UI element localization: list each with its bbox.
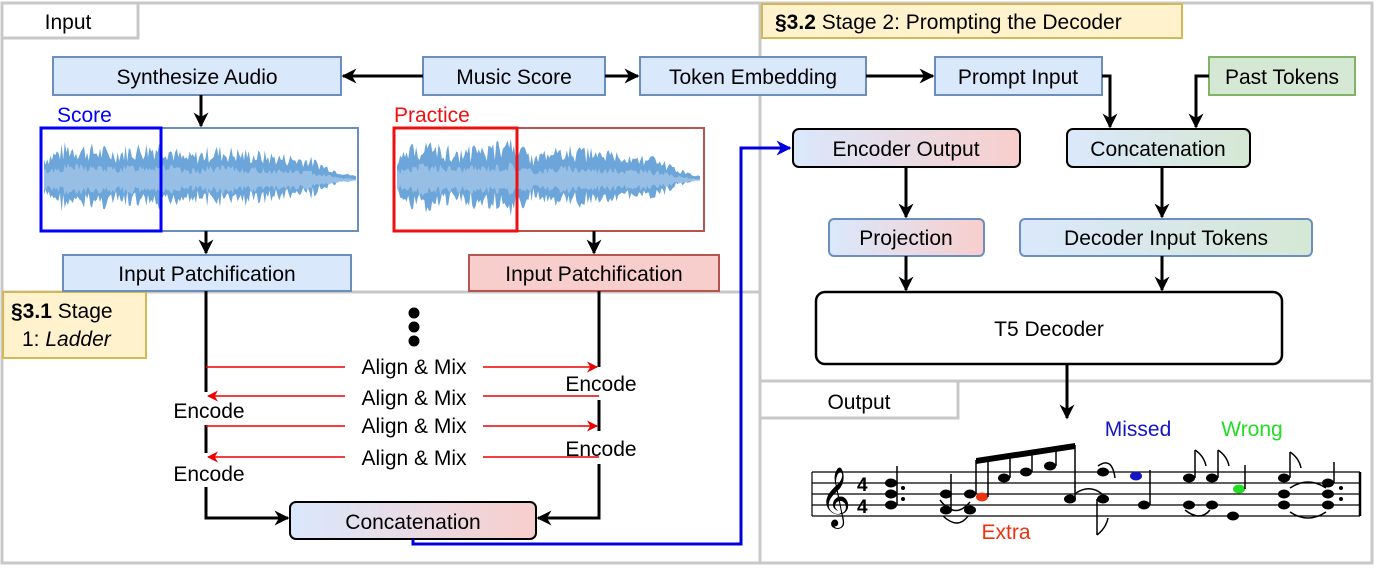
svg-text:Concatenation: Concatenation [345, 511, 480, 534]
align-mix-labels: Align & Mix Align & Mix Align & Mix Alig… [345, 352, 483, 470]
svg-text:Align & Mix: Align & Mix [361, 415, 467, 438]
vertical-ellipsis-icon [408, 307, 420, 347]
practice-label: Practice [394, 104, 470, 127]
missed-label: Missed [1105, 418, 1172, 441]
svg-text:Synthesize Audio: Synthesize Audio [116, 66, 277, 89]
input-patchification-practice-box: Input Patchification [468, 254, 720, 292]
extra-label: Extra [981, 521, 1030, 544]
svg-text:Align & Mix: Align & Mix [361, 447, 467, 470]
svg-text:Past Tokens: Past Tokens [1225, 66, 1339, 89]
blue-arrow [411, 140, 792, 546]
svg-text:Prompt Input: Prompt Input [958, 66, 1078, 89]
svg-text:Token Embedding: Token Embedding [669, 66, 837, 89]
svg-text:§3.2 Stage 2: Prompting the De: §3.2 Stage 2: Prompting the Decoder [775, 11, 1122, 34]
score-label: Score [57, 104, 112, 127]
svg-text:Align & Mix: Align & Mix [361, 356, 467, 379]
svg-text:Encode: Encode [565, 438, 636, 461]
missed-note [1130, 471, 1142, 481]
svg-text:1: Ladder: 1: Ladder [22, 328, 112, 351]
svg-text:Input Patchification: Input Patchification [118, 263, 295, 286]
svg-text:Encoder Output: Encoder Output [832, 138, 979, 161]
prompt-input-box: Prompt Input [934, 56, 1103, 96]
svg-text:Music Score: Music Score [456, 66, 572, 89]
wrong-label: Wrong [1221, 418, 1282, 441]
svg-text:Encode: Encode [565, 373, 636, 396]
score-waveform [39, 126, 359, 233]
concatenation-top-box: Concatenation [1066, 128, 1251, 168]
decoder-input-tokens-box: Decoder Input Tokens [1019, 218, 1313, 257]
black-arrows [193, 68, 1209, 526]
projection-box: Projection [828, 218, 985, 257]
svg-text:T5 Decoder: T5 Decoder [994, 318, 1104, 341]
t5-decoder-box: T5 Decoder [814, 290, 1284, 366]
svg-text:Encode: Encode [173, 463, 244, 486]
svg-text:Input: Input [45, 11, 92, 34]
svg-text:Projection: Projection [859, 227, 952, 250]
output-section-tab: Output [758, 379, 960, 420]
svg-text:4: 4 [857, 497, 868, 518]
wrong-note [1233, 484, 1245, 494]
music-staff: 𝄞 4 4 [811, 443, 1362, 536]
svg-text:Concatenation: Concatenation [1090, 138, 1225, 161]
music-score-box: Music Score [422, 56, 606, 96]
stage2-title: §3.2 Stage 2: Prompting the Decoder [761, 3, 1183, 39]
svg-text:Input Patchification: Input Patchification [505, 263, 682, 286]
input-section-tab: Input [0, 1, 140, 40]
input-patchification-score-box: Input Patchification [62, 254, 352, 292]
synthesize-audio-box: Synthesize Audio [52, 56, 342, 96]
extra-note [976, 492, 988, 502]
svg-text:Align & Mix: Align & Mix [361, 387, 467, 410]
svg-text:§3.1 Stage: §3.1 Stage [11, 300, 113, 323]
stage1-title: §3.1 Stage 1: Ladder [2, 291, 147, 359]
svg-text:Encode: Encode [173, 400, 244, 423]
encode-labels: Encode Encode Encode Encode [173, 373, 636, 486]
svg-text:Decoder Input Tokens: Decoder Input Tokens [1064, 227, 1268, 250]
practice-waveform [392, 126, 705, 233]
past-tokens-box: Past Tokens [1208, 56, 1356, 96]
treble-clef-icon: 𝄞 [820, 467, 851, 529]
encoder-output-box: Encoder Output [792, 128, 1021, 168]
svg-text:4: 4 [857, 475, 868, 496]
svg-text:Output: Output [827, 391, 890, 414]
token-embedding-box: Token Embedding [639, 56, 867, 96]
concatenation-bottom-box: Concatenation [289, 501, 537, 540]
